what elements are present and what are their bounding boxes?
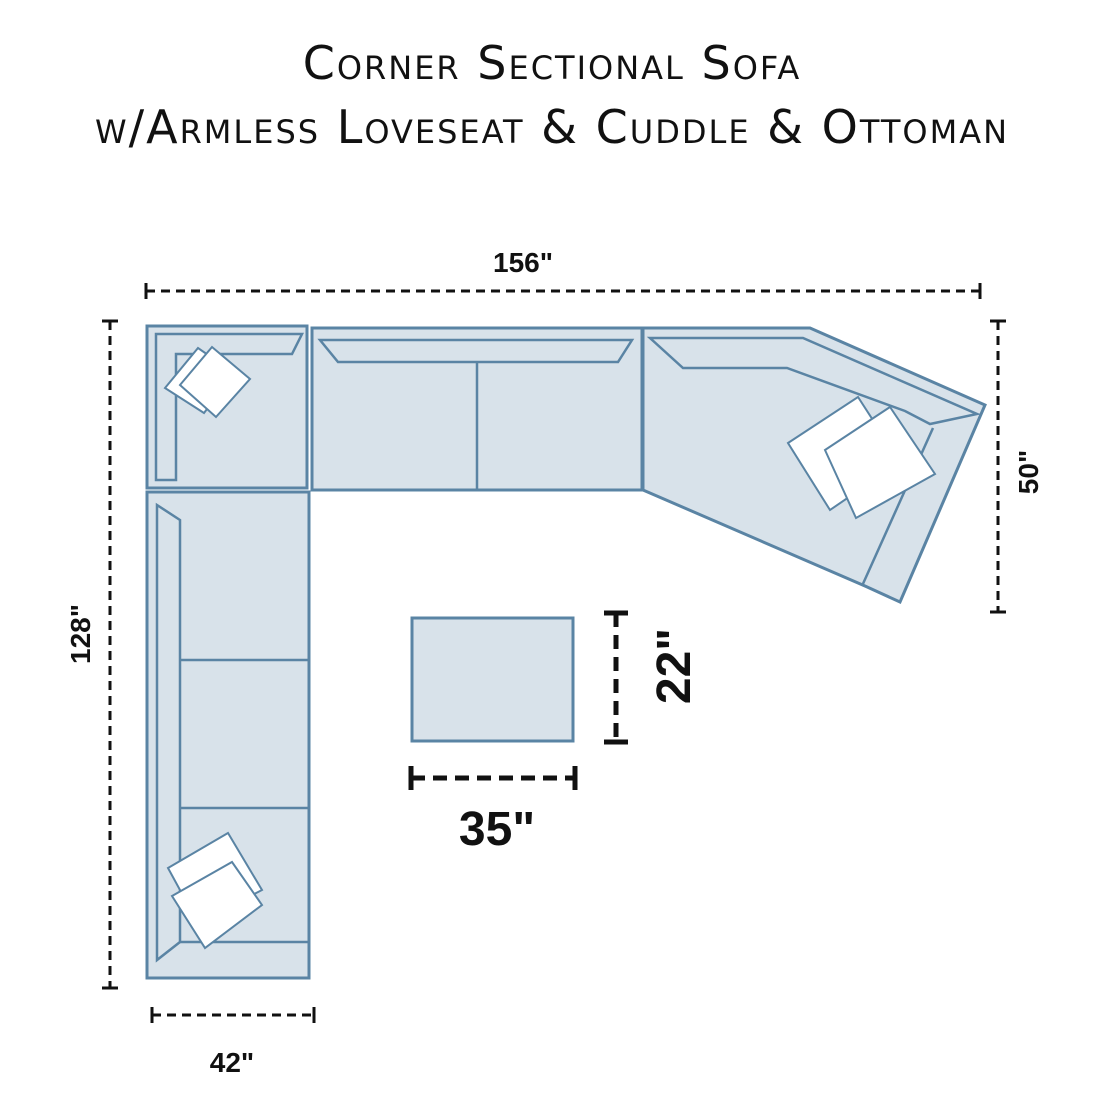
cuddle-depth-label: 50" — [1013, 450, 1044, 494]
armless-loveseat-piece — [310, 326, 644, 492]
diagram-title-line1: Corner Sectional Sofa — [302, 36, 802, 90]
overall-depth-label: 128" — [65, 604, 96, 664]
pillow-icon — [823, 405, 937, 520]
pillow-icon — [178, 345, 252, 419]
overall-width-dimension: 156" — [144, 247, 982, 299]
ottoman-depth-dimension: 22" — [604, 610, 701, 745]
pillow-icon — [170, 860, 264, 950]
cuddle-piece — [641, 326, 987, 605]
arm-width-dimension: 42" — [150, 1007, 316, 1078]
overall-width-label: 156" — [493, 247, 553, 278]
ottoman-width-dimension: 35" — [408, 766, 578, 856]
ottoman-piece — [410, 616, 575, 743]
left-arm-sofa-piece — [145, 490, 311, 980]
arm-width-label: 42" — [210, 1047, 254, 1078]
cuddle-depth-dimension: 50" — [990, 319, 1044, 614]
ottoman-width-label: 35" — [459, 803, 535, 856]
corner-wedge-piece — [145, 324, 309, 490]
diagram-title-line2: w/Armless Loveseat & Cuddle & Ottoman — [94, 100, 1010, 154]
ottoman-depth-label: 22" — [648, 628, 701, 704]
overall-depth-dimension: 128" — [65, 319, 118, 990]
